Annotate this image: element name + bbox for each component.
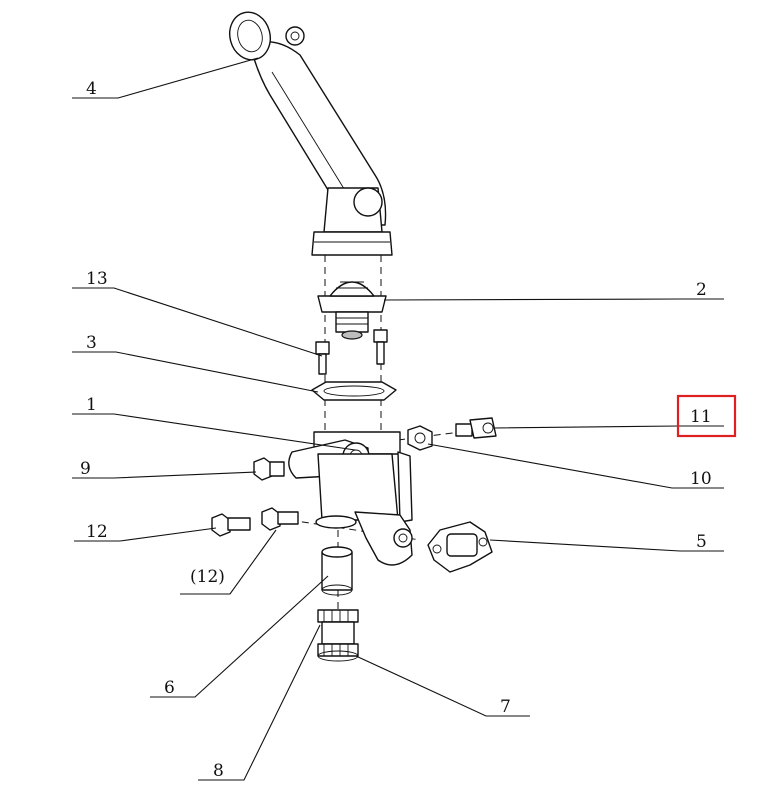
callout-11: 11 [690, 407, 712, 427]
callout-4: 4 [86, 79, 97, 99]
highlight-box-callout-11 [676, 394, 737, 438]
callout-13: 13 [86, 269, 108, 289]
part-11-sensor [455, 417, 497, 439]
part-3-gasket [311, 381, 397, 401]
part-10-nut [407, 425, 433, 451]
callout-7: 7 [500, 697, 511, 717]
callout-3: 3 [86, 333, 97, 353]
callout-10: 10 [690, 469, 712, 489]
callout-2: 2 [696, 280, 707, 300]
part-12-bolts [211, 507, 299, 537]
callout-12: 12 [86, 522, 108, 542]
leader-lines [72, 57, 724, 781]
part-13-bolts [315, 329, 388, 375]
callout-8: 8 [213, 761, 224, 781]
callout-9: 9 [80, 459, 91, 479]
callout-6: 6 [164, 678, 175, 698]
callout-5: 5 [696, 532, 707, 552]
part-2-thermostat [317, 281, 387, 340]
part-4-pipe-elbow [229, 11, 393, 256]
part-6-sleeve [321, 546, 353, 596]
part-5-outlet-elbow [354, 511, 493, 573]
part-1-housing [288, 431, 413, 529]
part-8-hose-clamps [317, 609, 359, 662]
callout-1: 1 [86, 395, 97, 415]
part-9-plug [253, 457, 285, 481]
callout-12-bracket: (12) [190, 567, 225, 587]
callout-labels: 4 2 13 3 1 9 10 11 5 12 (12) 6 7 8 [80, 79, 712, 781]
